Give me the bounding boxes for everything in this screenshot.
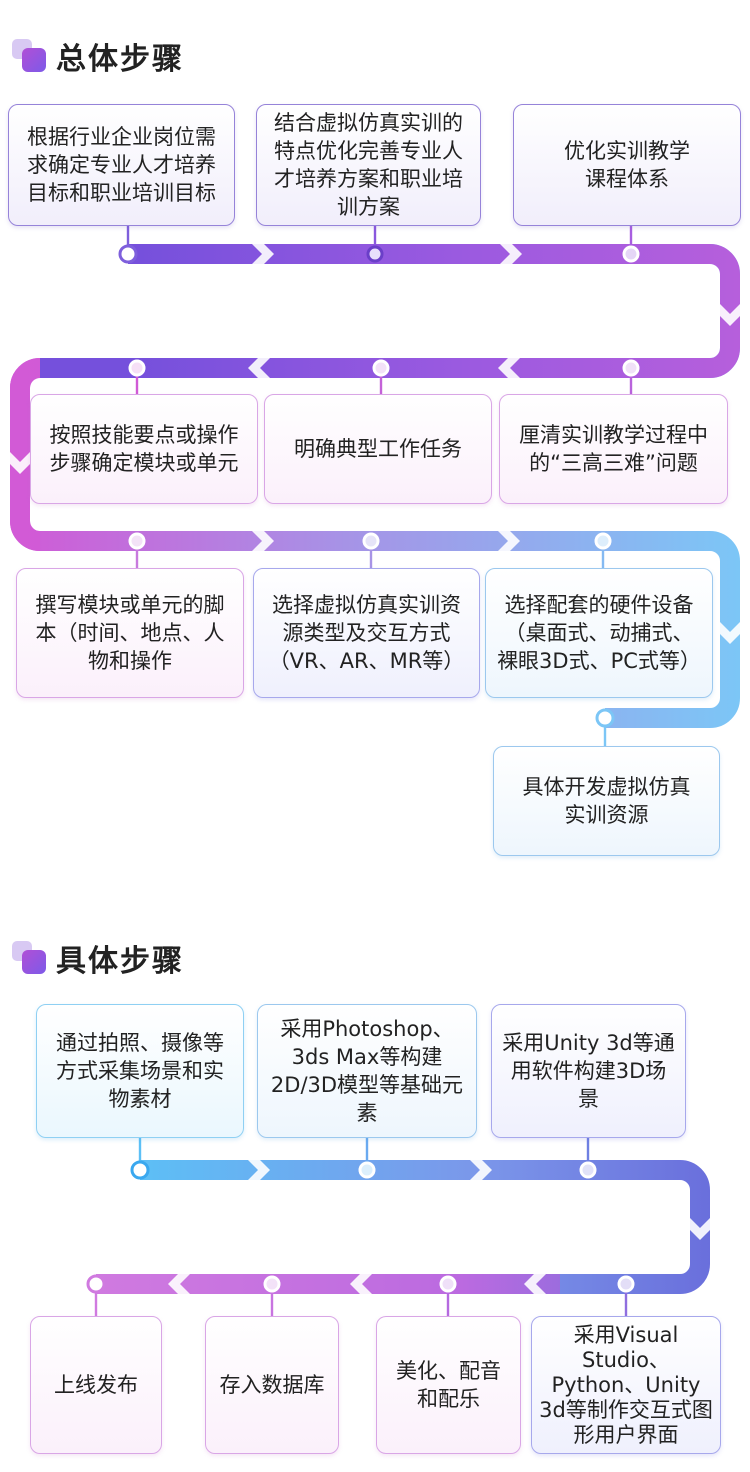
step-box: 存入数据库 xyxy=(205,1316,339,1454)
step-text: 选择虚拟仿真实训资源类型及交互方式（VR、AR、MR等） xyxy=(268,593,465,673)
step-text: 明确典型工作任务 xyxy=(294,437,462,461)
step-box: 选择虚拟仿真实训资源类型及交互方式（VR、AR、MR等） xyxy=(253,568,480,698)
step-box: 采用Photoshop、3ds Max等构建2D/3D模型等基础元素 xyxy=(257,1004,477,1138)
step-text: 按照技能要点或操作步骤确定模块或单元 xyxy=(49,423,239,475)
section-title: 具体步骤 xyxy=(56,944,184,979)
heading-badge-icon xyxy=(12,39,48,73)
section-heading-overall: 总体步骤 xyxy=(12,34,184,78)
step-text: 上线发布 xyxy=(54,1373,138,1397)
step-box: 根据行业企业岗位需求确定专业人才培养目标和职业培训目标 xyxy=(8,104,235,226)
heading-badge-icon xyxy=(12,941,48,975)
step-box: 优化实训教学课程体系 xyxy=(513,104,741,226)
step-box: 选择配套的硬件设备 （桌面式、动捕式、裸眼3D式、PC式等） xyxy=(485,568,713,698)
step-text: 撰写模块或单元的脚本（时间、地点、人物和操作 xyxy=(35,593,225,673)
step-text: 采用Photoshop、3ds Max等构建2D/3D模型等基础元素 xyxy=(270,1017,464,1125)
step-text: 优化实训教学课程体系 xyxy=(564,139,690,191)
step-box: 美化、配音和配乐 xyxy=(376,1316,521,1454)
step-box: 明确典型工作任务 xyxy=(264,394,492,504)
step-text: 选择配套的硬件设备 （桌面式、动捕式、裸眼3D式、PC式等） xyxy=(497,593,701,673)
node-dot xyxy=(118,244,138,264)
step-box: 通过拍照、摄像等方式采集场景和实物素材 xyxy=(36,1004,244,1138)
step-box: 采用Visual Studio、Python、Unity 3d等制作交互式图形用… xyxy=(531,1316,721,1454)
step-box: 撰写模块或单元的脚本（时间、地点、人物和操作 xyxy=(16,568,244,698)
step-box: 上线发布 xyxy=(30,1316,162,1454)
step-box: 结合虚拟仿真实训的特点优化完善专业人才培养方案和职业培训方案 xyxy=(256,104,481,226)
step-box: 厘清实训教学过程中的“三高三难”问题 xyxy=(499,394,728,504)
step-box: 具体开发虚拟仿真实训资源 xyxy=(493,746,720,856)
step-text: 根据行业企业岗位需求确定专业人才培养目标和职业培训目标 xyxy=(27,125,216,205)
step-text: 采用Unity 3d等通用软件构建3D场景 xyxy=(502,1031,675,1111)
step-text: 厘清实训教学过程中的“三高三难”问题 xyxy=(519,423,708,475)
step-box: 采用Unity 3d等通用软件构建3D场景 xyxy=(491,1004,686,1138)
section-heading-detailed: 具体步骤 xyxy=(12,936,184,980)
section-title: 总体步骤 xyxy=(56,42,184,77)
step-text: 结合虚拟仿真实训的特点优化完善专业人才培养方案和职业培训方案 xyxy=(274,111,463,219)
step-text: 采用Visual Studio、Python、Unity 3d等制作交互式图形用… xyxy=(539,1322,713,1447)
step-text: 存入数据库 xyxy=(219,1373,325,1397)
step-text: 具体开发虚拟仿真实训资源 xyxy=(522,775,691,827)
step-text: 通过拍照、摄像等方式采集场景和实物素材 xyxy=(56,1031,224,1111)
step-text: 美化、配音和配乐 xyxy=(396,1359,501,1411)
step-box: 按照技能要点或操作步骤确定模块或单元 xyxy=(30,394,258,504)
